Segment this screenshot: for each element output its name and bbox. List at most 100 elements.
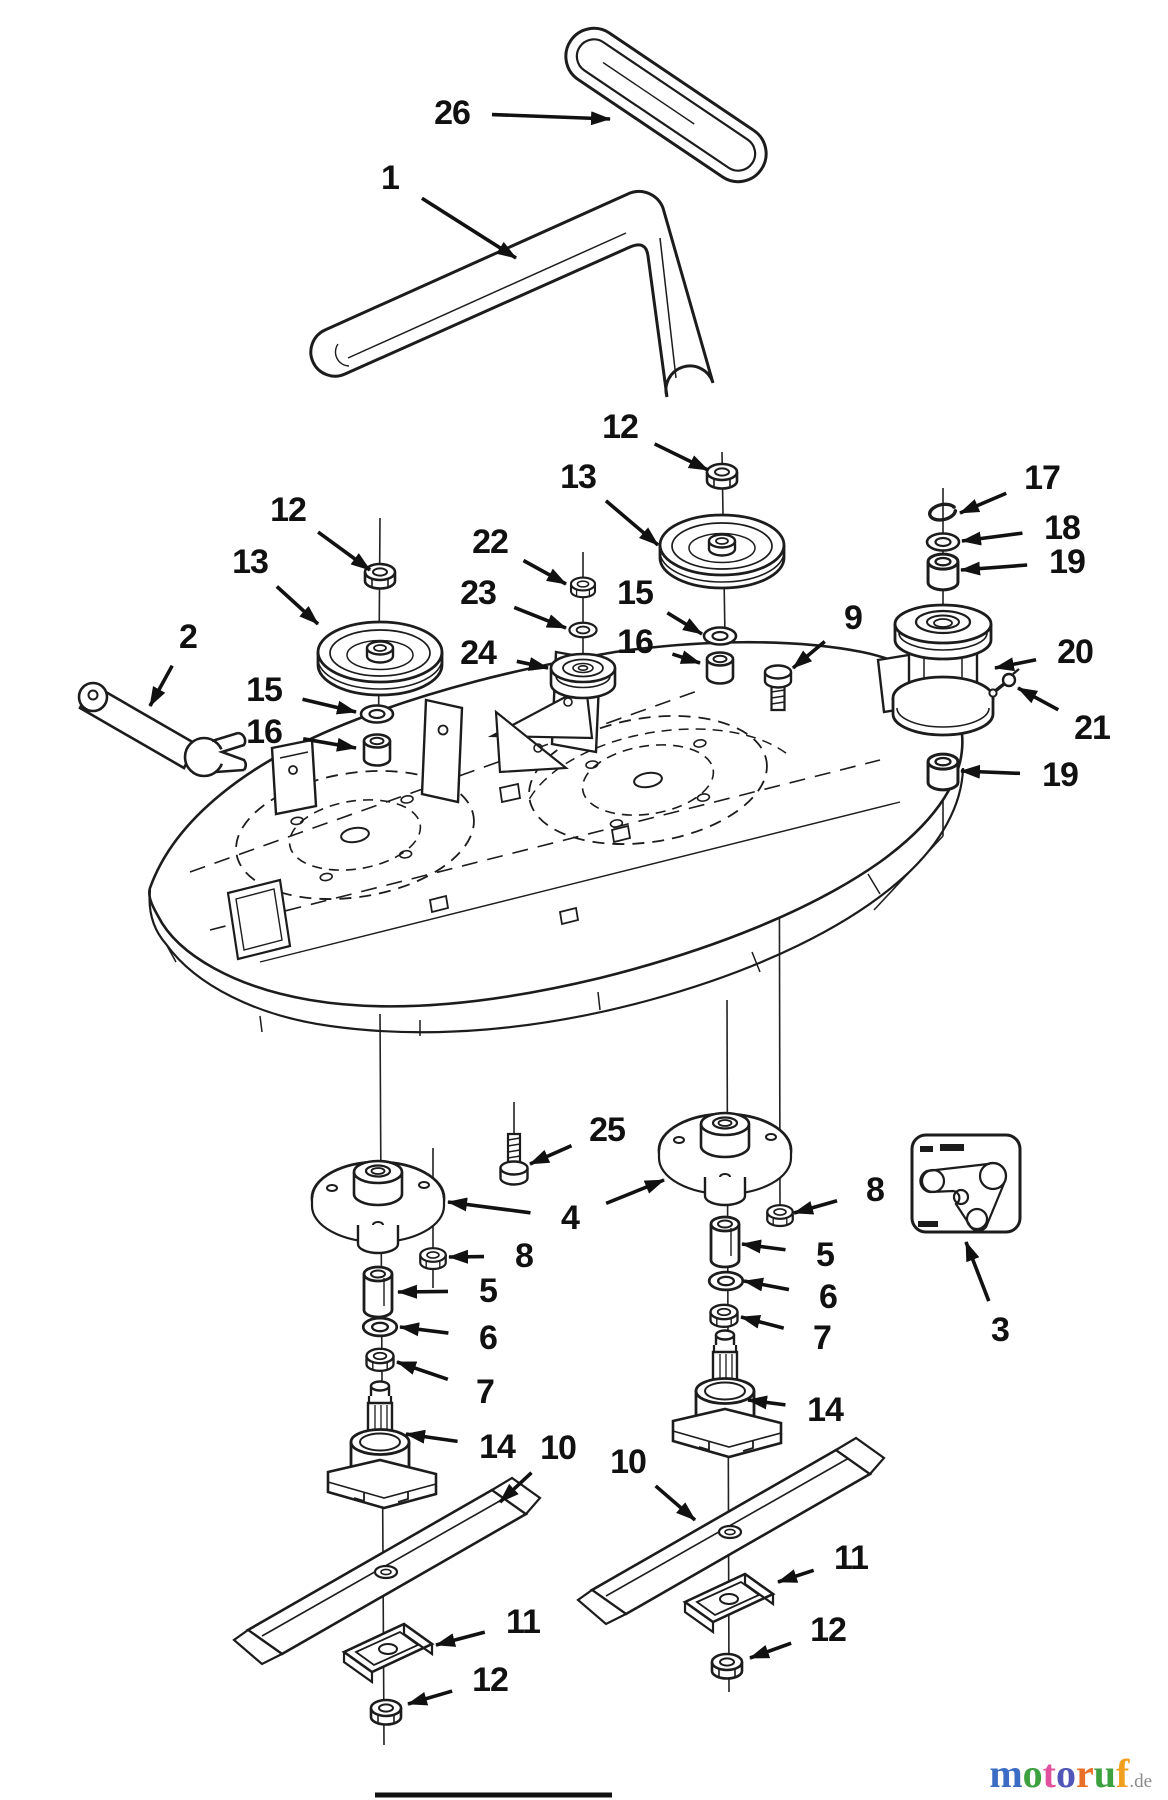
svg-text:16: 16	[246, 713, 282, 751]
svg-text:13: 13	[232, 543, 268, 581]
callout-7: 7	[740, 1314, 832, 1357]
secondary-belt-26	[564, 26, 768, 184]
snap-ring-17	[928, 502, 958, 522]
washer-6-left	[361, 1316, 399, 1338]
svg-text:12: 12	[472, 1661, 508, 1699]
bushing-19-upper	[926, 552, 960, 592]
logo-letter: t	[1042, 1751, 1056, 1796]
pulley-13-center	[658, 513, 786, 590]
callout-1: 1	[381, 159, 517, 260]
callout-15: 15	[246, 671, 357, 715]
callout-19: 19	[960, 756, 1079, 794]
nut-8-right	[766, 1204, 794, 1228]
washer-15-center	[702, 626, 738, 646]
spindle-housing-4-left	[310, 1159, 446, 1255]
svg-text:11: 11	[506, 1603, 540, 1641]
spindle-shaft-14-left	[326, 1380, 438, 1510]
callout-22: 22	[472, 523, 567, 586]
spacer-16-left	[362, 733, 392, 767]
callout-11: 11	[435, 1603, 541, 1647]
spacer-5-left	[362, 1265, 394, 1319]
logo-letter: o	[1022, 1751, 1043, 1796]
nut-12-center	[705, 462, 739, 490]
svg-text:1: 1	[381, 159, 399, 197]
logo-letter: f	[1115, 1751, 1130, 1796]
bushing-19-lower	[926, 752, 960, 792]
svg-text:22: 22	[472, 523, 508, 561]
mower-blade-10-right	[576, 1436, 886, 1626]
belt-routing-decal-3	[910, 1133, 1022, 1234]
svg-text:8: 8	[515, 1237, 533, 1275]
callout-7: 7	[396, 1360, 495, 1411]
callout-6: 6	[399, 1319, 498, 1357]
callout-14: 14	[747, 1391, 845, 1429]
svg-text:9: 9	[844, 599, 862, 637]
callout-5: 5	[397, 1272, 498, 1310]
callout-9: 9	[791, 599, 863, 670]
double-pulley-20	[891, 603, 995, 737]
svg-text:14: 14	[479, 1428, 516, 1466]
svg-text:19: 19	[1042, 756, 1078, 794]
svg-text:17: 17	[1024, 459, 1060, 497]
pulley-13-left	[316, 620, 444, 697]
nut-7-left	[365, 1347, 395, 1373]
deck-plate-a	[420, 698, 464, 804]
callout-23: 23	[460, 574, 567, 630]
callout-5: 5	[741, 1236, 835, 1274]
callout-11: 11	[777, 1539, 869, 1584]
deck-gussets	[487, 684, 594, 774]
svg-text:10: 10	[540, 1429, 576, 1467]
svg-text:11: 11	[834, 1539, 868, 1577]
bolt-9	[763, 664, 793, 712]
svg-text:6: 6	[479, 1319, 497, 1357]
svg-text:7: 7	[476, 1373, 494, 1411]
idler-pulley-24	[549, 652, 617, 700]
wrench-tool-2	[77, 681, 247, 778]
callout-15: 15	[617, 574, 703, 636]
nut-8-left	[419, 1247, 447, 1271]
callout-16: 16	[246, 713, 357, 752]
logo-letter: r	[1075, 1751, 1094, 1796]
svg-text:3: 3	[991, 1311, 1009, 1349]
callout-21: 21	[1017, 686, 1111, 747]
callout-13: 13	[560, 458, 660, 547]
callout-19: 19	[960, 543, 1086, 581]
svg-text:15: 15	[617, 574, 653, 612]
mower-blade-10-left	[232, 1476, 542, 1666]
callout-12: 12	[407, 1661, 509, 1706]
svg-text:16: 16	[617, 623, 653, 661]
svg-text:26: 26	[434, 94, 470, 132]
callout-8: 8	[448, 1237, 534, 1275]
nut-7-right	[709, 1303, 739, 1329]
callout-17: 17	[959, 459, 1061, 515]
callout-24: 24	[460, 634, 549, 672]
callout-18: 18	[961, 509, 1081, 547]
callout-12: 12	[602, 408, 709, 472]
svg-text:14: 14	[807, 1391, 844, 1429]
motoruf-watermark-link[interactable]: motoruf.de	[989, 1754, 1152, 1794]
callout-12: 12	[270, 491, 372, 572]
svg-text:23: 23	[460, 574, 496, 612]
spindle-shaft-14-right	[671, 1329, 783, 1459]
svg-text:25: 25	[589, 1111, 625, 1149]
logo-letter: o	[1055, 1751, 1076, 1796]
callout-12: 12	[749, 1611, 847, 1660]
logo-letter: u	[1093, 1751, 1116, 1796]
carriage-bolt-25	[499, 1132, 529, 1186]
svg-text:4: 4	[561, 1199, 580, 1237]
callout-8: 8	[793, 1171, 885, 1215]
callout-3: 3	[964, 1241, 1010, 1349]
callout-26: 26	[434, 94, 611, 132]
callout-25: 25	[529, 1111, 626, 1166]
blade-adapter-11-left	[341, 1622, 435, 1685]
logo-suffix: .de	[1129, 1771, 1152, 1792]
callout-layer: 2611213215161213222324151691718192021192…	[148, 94, 1111, 1706]
spindle-housing-4-right	[657, 1111, 793, 1207]
nut-12-blade-right	[710, 1652, 744, 1680]
nut-22	[569, 576, 597, 599]
deck-bracket-left	[270, 738, 318, 816]
svg-text:10: 10	[610, 1443, 646, 1481]
logo-letter: m	[989, 1751, 1023, 1796]
blade-adapter-11-right	[682, 1572, 776, 1635]
